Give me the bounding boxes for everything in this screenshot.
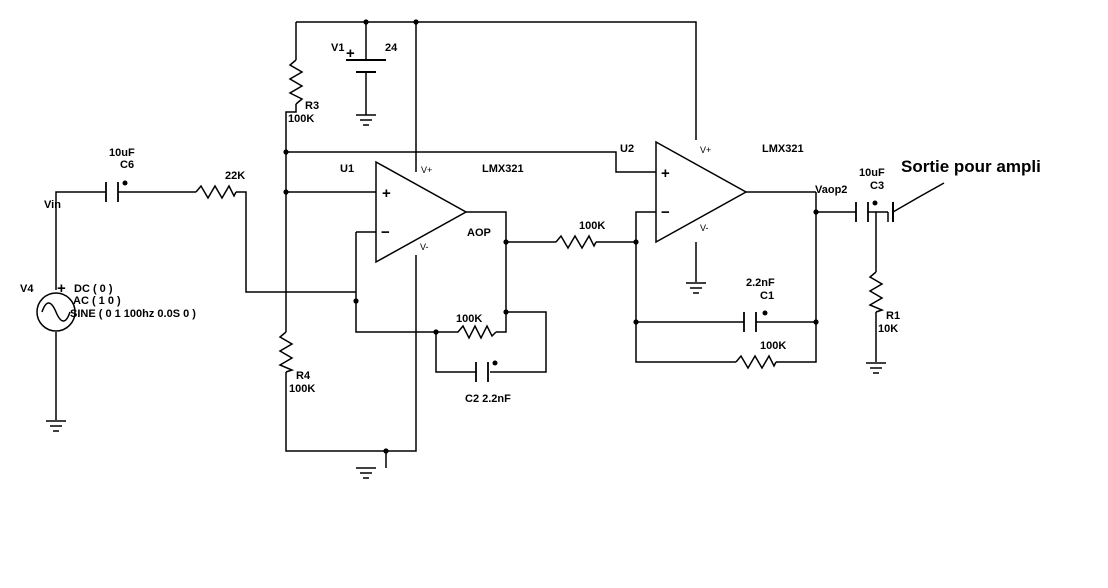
r1-ref: R1 (886, 310, 900, 322)
ground-icon (866, 362, 886, 374)
ground-icon (686, 282, 706, 294)
v4-sine-source: V4 + DC ( 0 ) AC ( 1 0 ) SINE ( 0 1 100h… (20, 280, 196, 332)
u2-vplus: V+ (700, 145, 711, 155)
u1-plus: + (382, 185, 391, 202)
r3-resistor: R3 100K (288, 59, 319, 125)
r-mid-value: 100K (579, 220, 605, 232)
ground-icon (46, 420, 66, 432)
r-fb1-resistor: 100K (436, 313, 497, 340)
u1-part: LMX321 (482, 163, 524, 175)
u2-plus: + (661, 165, 670, 182)
svg-text:+: + (346, 45, 355, 62)
v4-sine: SINE ( 0 1 100hz 0.0S 0 ) (70, 308, 196, 320)
ground-icon (356, 467, 376, 479)
v1-ref: V1 (331, 42, 344, 54)
u1-ref: U1 (340, 163, 354, 175)
c1-ref: C1 (760, 290, 774, 302)
r4-value: 100K (289, 383, 315, 395)
u1-opamp: + − U1 LMX321 V+ V- AOP (340, 160, 524, 264)
r-fb2-value: 100K (760, 340, 786, 352)
u1-out-label: AOP (467, 227, 491, 239)
c3-capacitor: 10uF C3 (855, 167, 885, 222)
u1-minus: − (381, 224, 390, 241)
r1-resistor: R1 10K (868, 271, 900, 335)
u2-vminus: V- (700, 223, 709, 233)
r3-value: 100K (288, 113, 314, 125)
c2-capacitor: C2 2.2nF (465, 360, 511, 405)
v1-value: 24 (385, 42, 398, 54)
net-vaop2: Vaop2 (815, 184, 847, 196)
r-fb1-value: 100K (456, 313, 482, 325)
c6-ref: C6 (120, 159, 134, 171)
v4-ac: AC ( 1 0 ) (73, 295, 121, 307)
c3-value: 10uF (859, 167, 885, 179)
u2-opamp: + − U2 LMX321 V+ V- (620, 140, 804, 244)
r4-resistor: R4 100K (278, 331, 315, 395)
v4-ref: V4 (20, 283, 34, 295)
c1-capacitor: 2.2nF C1 (743, 277, 775, 332)
net-vin: Vin (44, 199, 61, 211)
v4-dc: DC ( 0 ) (74, 283, 113, 295)
r-mid-resistor: 100K (555, 220, 605, 250)
c3-ref: C3 (870, 180, 884, 192)
ground-icon (356, 114, 376, 126)
c1-value: 2.2nF (746, 277, 775, 289)
u1-vplus: V+ (421, 165, 432, 175)
v4-plus: + (57, 280, 66, 297)
c6-capacitor: 10uF C6 (105, 147, 135, 202)
c6-value: 10uF (109, 147, 135, 159)
u2-minus: − (661, 204, 670, 221)
output-annotation: Sortie pour ampli (901, 157, 1041, 176)
r3-ref: R3 (305, 100, 319, 112)
r4-ref: R4 (296, 370, 311, 382)
c2-label: C2 2.2nF (465, 393, 511, 405)
wires (55, 21, 877, 468)
u1-vminus: V- (420, 242, 429, 252)
r-fb2-resistor: 100K (735, 340, 786, 370)
r-in-value: 22K (225, 170, 245, 182)
u2-ref: U2 (620, 143, 634, 155)
junction-dots (283, 19, 819, 454)
u2-part: LMX321 (762, 143, 804, 155)
r-in-resistor: 22K (195, 170, 245, 200)
v1-battery: + V1 24 (331, 42, 398, 73)
output-probe-icon (876, 182, 945, 222)
r1-value: 10K (878, 323, 898, 335)
